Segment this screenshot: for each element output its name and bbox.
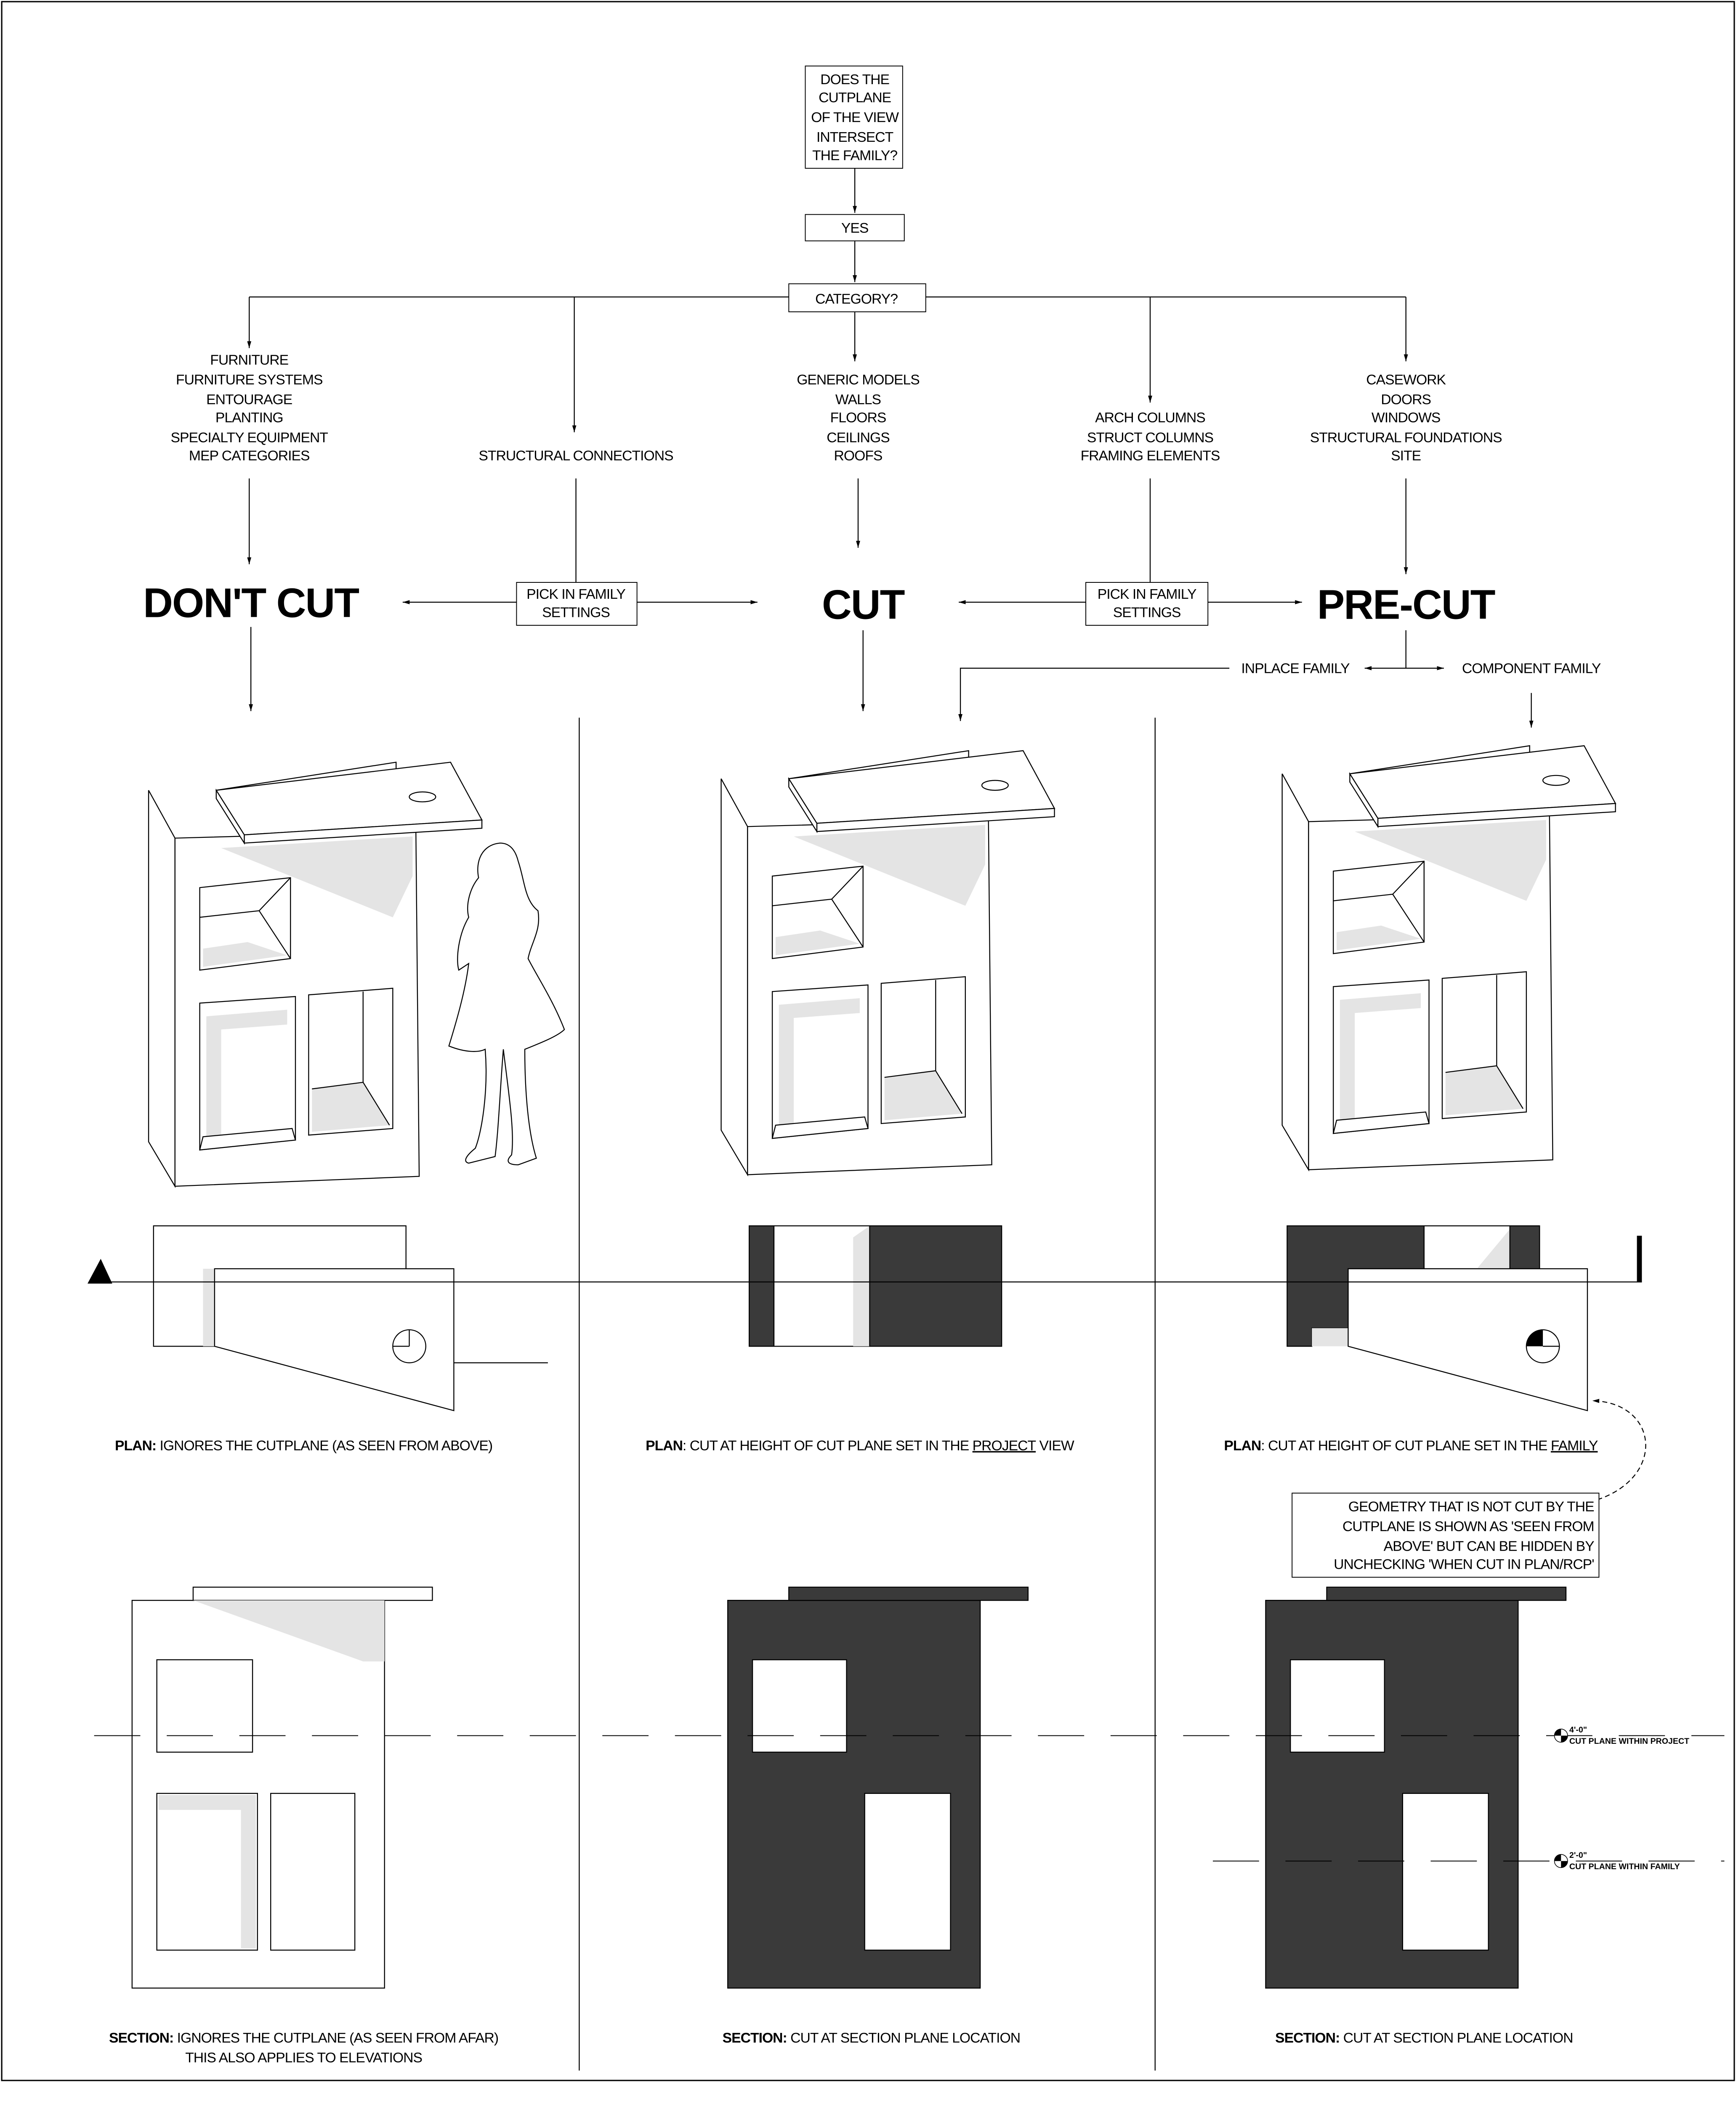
category-item: ROOFS (834, 448, 883, 464)
category-item: SPECIALTY EQUIPMENT (171, 430, 328, 446)
component-family-label: COMPONENT FAMILY (1462, 661, 1601, 677)
category-box (788, 283, 926, 313)
category-item: ENTOURAGE (206, 392, 292, 408)
level-elevation: 4'-0" (1569, 1725, 1587, 1735)
level-name: CUT PLANE WITHIN PROJECT (1569, 1737, 1689, 1746)
pick-in-family-box (516, 582, 638, 626)
question-line: DOES THE (820, 72, 889, 88)
question-line: OF THE VIEW (811, 109, 899, 125)
pick-label: PICK IN FAMILY (1098, 586, 1196, 602)
section-caption-cut: SECTION: CUT AT SECTION PLANE LOCATION (723, 2030, 1020, 2046)
section-caption-dont-cut: SECTION: IGNORES THE CUTPLANE (AS SEEN F… (109, 2030, 498, 2046)
plan-caption-dont-cut: PLAN: IGNORES THE CUTPLANE (AS SEEN FROM… (115, 1437, 492, 1453)
section-pre-cut (1265, 1586, 1567, 1989)
section-cut (727, 1586, 1029, 1989)
axonometric-views (148, 745, 1616, 1187)
pick-label: PICK IN FAMILY (526, 586, 625, 602)
note-leader-arrow (1592, 1399, 1646, 1501)
category-item: GENERIC MODELS (797, 372, 920, 388)
building-3d-dont-cut (148, 761, 483, 1187)
question-group: DOES THE CUTPLANE OF THE VIEW INTERSECT … (805, 65, 903, 169)
question-line: INTERSECT (816, 129, 893, 145)
category-item: FURNITURE SYSTEMS (176, 372, 322, 388)
category-item: STRUCT COLUMNS (1087, 430, 1213, 446)
plan-cut (749, 1225, 1002, 1347)
cut-line-end-marker (1637, 1235, 1642, 1282)
dont-cut-heading: DON'T CUT (143, 579, 359, 626)
section-caption-dont-cut-line2: THIS ALSO APPLIES TO ELEVATIONS (185, 2050, 422, 2066)
inplace-family-label: INPLACE FAMILY (1241, 661, 1350, 677)
note-box (1292, 1493, 1600, 1578)
cut-line-start-triangle-icon (87, 1259, 112, 1284)
category-item: STRUCTURAL FOUNDATIONS (1310, 430, 1502, 446)
cut-heading: CUT (822, 581, 905, 627)
flowchart: DOES THE CUTPLANE OF THE VIEW INTERSECT … (143, 65, 1601, 728)
section-dont-cut (131, 1586, 433, 1989)
person-silhouette-icon (448, 842, 565, 1166)
arrow (958, 667, 1230, 721)
category-item: WALLS (835, 392, 881, 408)
plan-caption-pre-cut: PLAN: CUT AT HEIGHT OF CUT PLANE SET IN … (1224, 1437, 1598, 1453)
building-3d-pre-cut (1281, 745, 1616, 1171)
pick-in-family-box (1085, 582, 1209, 626)
category-item: MEP CATEGORIES (189, 448, 310, 464)
building-3d-cut (720, 749, 1055, 1176)
category-item: FRAMING ELEMENTS (1081, 448, 1220, 464)
note-line: ABOVE' BUT CAN BE HIDDEN BY (1384, 1538, 1594, 1554)
category-label: CATEGORY? (815, 291, 898, 307)
category-item: CEILINGS (827, 430, 889, 446)
structural-connections-label: STRUCTURAL CONNECTIONS (479, 448, 673, 464)
note-text: GEOMETRY THAT IS NOT CUT BY THE CUTPLANE… (1334, 1498, 1595, 1573)
category-item: SITE (1391, 448, 1421, 464)
sections: 4'-0" CUT PLANE WITHIN PROJECT 2'-0" CUT… (94, 1586, 1725, 2066)
plan-pre-cut (1287, 1225, 1588, 1411)
column-category-list: ARCH COLUMNS STRUCT COLUMNS FRAMING ELEM… (1081, 410, 1220, 464)
level-name: CUT PLANE WITHIN FAMILY (1569, 1862, 1680, 1871)
level-marker-family: 2'-0" CUT PLANE WITHIN FAMILY (1554, 1851, 1680, 1871)
pick-label: SETTINGS (1113, 604, 1181, 620)
category-item: FLOORS (830, 410, 886, 426)
note-line: UNCHECKING 'WHEN CUT IN PLAN/RCP' (1334, 1557, 1594, 1573)
category-item: FURNITURE (210, 352, 288, 368)
level-elevation: 2'-0" (1569, 1851, 1587, 1860)
pre-cut-heading: PRE-CUT (1317, 581, 1495, 627)
question-line: THE FAMILY? (812, 147, 897, 163)
category-item: ARCH COLUMNS (1095, 410, 1205, 426)
plan-dont-cut (153, 1225, 548, 1411)
plans: PLAN: IGNORES THE CUTPLANE (AS SEEN FROM… (87, 1225, 1646, 1578)
category-item: WINDOWS (1372, 410, 1441, 426)
category-item: CASEWORK (1366, 372, 1446, 388)
note-line: CUTPLANE IS SHOWN AS 'SEEN FROM (1343, 1518, 1594, 1534)
note-line: GEOMETRY THAT IS NOT CUT BY THE (1348, 1498, 1594, 1514)
section-caption-pre-cut: SECTION: CUT AT SECTION PLANE LOCATION (1275, 2030, 1573, 2046)
cut-category-list: GENERIC MODELS WALLS FLOORS CEILINGS ROO… (797, 372, 920, 464)
plan-caption-cut: PLAN: CUT AT HEIGHT OF CUT PLANE SET IN … (646, 1437, 1074, 1453)
question-line: CUTPLANE (819, 90, 891, 106)
dont-cut-category-list: FURNITURE FURNITURE SYSTEMS ENTOURAGE PL… (171, 352, 329, 464)
pick-label: SETTINGS (542, 604, 610, 620)
question-box (805, 65, 903, 169)
yes-box (805, 214, 905, 242)
category-item: DOORS (1381, 392, 1431, 408)
level-marker-project: 4'-0" CUT PLANE WITHIN PROJECT (1554, 1725, 1689, 1746)
category-item: PLANTING (215, 410, 283, 426)
precut-category-list: CASEWORK DOORS WINDOWS STRUCTURAL FOUNDA… (1310, 372, 1502, 464)
yes-label: YES (841, 220, 869, 236)
